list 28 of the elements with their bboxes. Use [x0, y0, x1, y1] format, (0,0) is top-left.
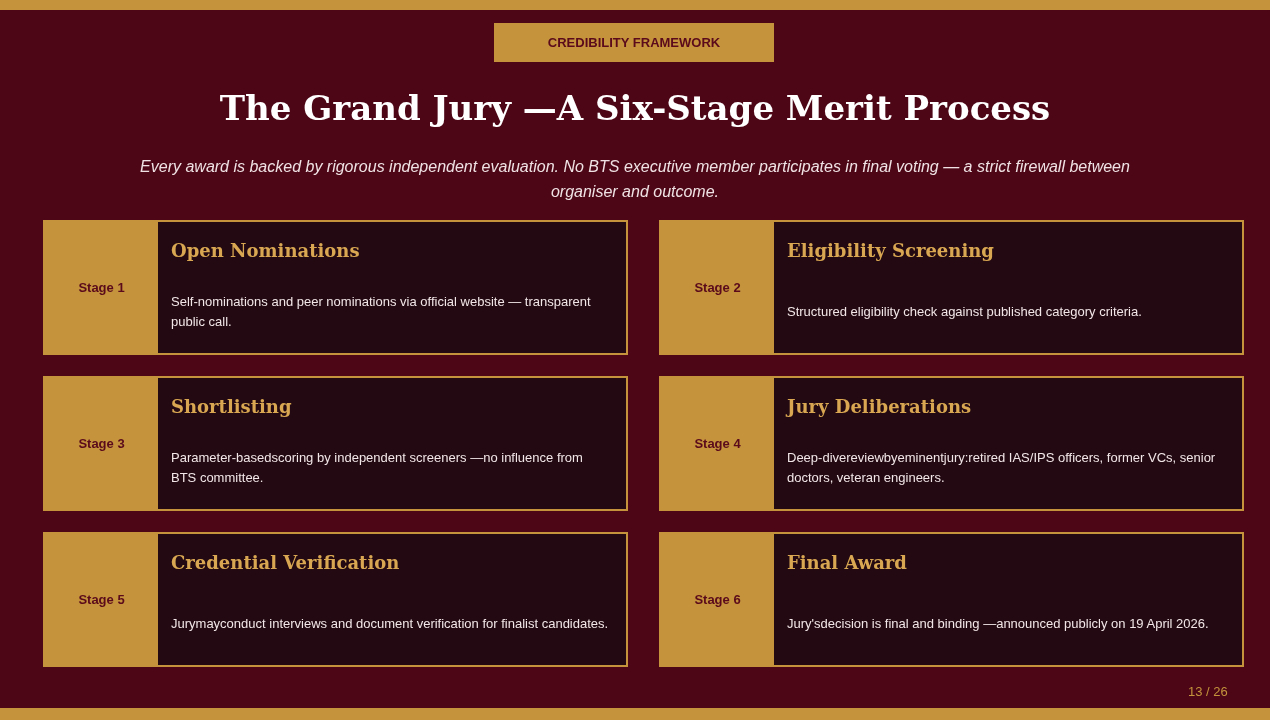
stage-description: Structured eligibility check against published category criteria. — [787, 303, 1143, 321]
stage-label-panel: Stage 2 — [661, 222, 774, 353]
stage-title: Eligibility Screening — [787, 240, 994, 261]
stage-card — [43, 376, 628, 511]
stage-title: Shortlisting — [171, 396, 292, 417]
stage-label-panel: Stage 6 — [661, 534, 774, 665]
slide-subtitle: Every award is backed by rigorous independent evaluation. No BTS executive member participates in final voting — a strict firewall between organiser and outcome. — [139, 157, 1131, 202]
stage-card — [43, 532, 628, 667]
stage-label-panel: Stage 1 — [45, 222, 158, 353]
stage-label-panel: Stage 5 — [45, 534, 158, 665]
stage-card — [43, 220, 628, 355]
stage-description: Jury'sdecision is final and binding —announced publicly on 19 April 2026. — [787, 615, 1210, 633]
stage-description: Deep-divereviewbyeminentjury:retired IAS/IPS officers, former VCs, senior doctors, veteran engineers. — [787, 449, 1217, 487]
stage-card — [659, 532, 1244, 667]
section-tag: CREDIBILITY FRAMEWORK — [494, 23, 774, 62]
stage-label-panel: Stage 4 — [661, 378, 774, 509]
stage-title: Jury Deliberations — [787, 396, 972, 417]
stage-description: Parameter-basedscoring by independent screeners —no influence from BTS committee. — [171, 449, 584, 487]
stage-label-panel: Stage 3 — [45, 378, 158, 509]
stage-title: Final Award — [787, 552, 907, 573]
stage-title: Credential Verification — [171, 552, 400, 573]
stage-card — [659, 376, 1244, 511]
page-number: 13 / 26 — [1188, 684, 1228, 699]
slide-title: The Grand Jury —A Six-Stage Merit Process — [219, 88, 1051, 128]
stage-description: Self-nominations and peer nominations via official website — transparent public call. — [171, 293, 592, 331]
stage-description: Jurymayconduct interviews and document verification for finalist candidates. — [171, 615, 610, 633]
stage-card — [659, 220, 1244, 355]
stage-title: Open Nominations — [171, 240, 360, 261]
